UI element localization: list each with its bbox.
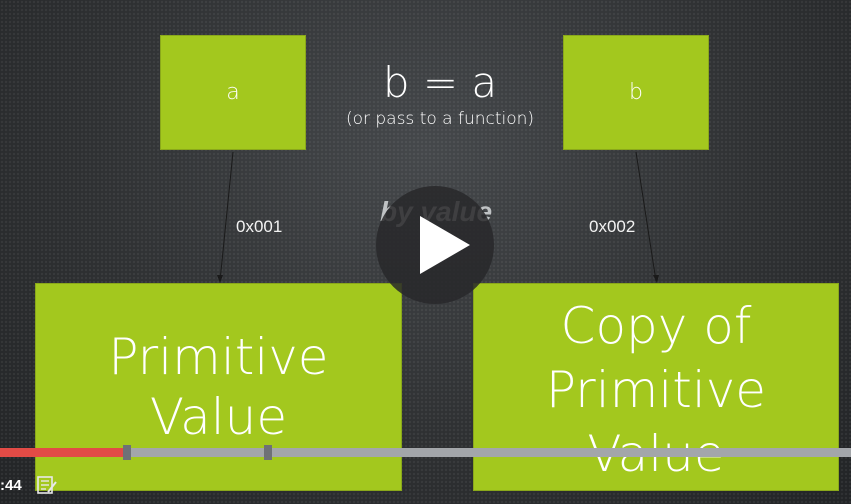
arrow-a-head (217, 275, 223, 283)
arrow-b-head (653, 275, 659, 283)
address-a: 0x001 (236, 217, 283, 236)
primitive-value-text: Primitive Value (108, 328, 329, 446)
variable-a-box: a (160, 35, 306, 150)
notes-icon[interactable] (37, 476, 57, 495)
arrow-b (635, 151, 657, 282)
current-time: :44 (0, 477, 22, 494)
play-icon (420, 216, 470, 274)
assignment-text: b = a (382, 58, 498, 107)
copy-primitive-value-box: Copy of Primitive Value (473, 283, 839, 491)
variable-b-box: b (563, 35, 709, 150)
progress-marker[interactable] (264, 445, 272, 460)
play-button[interactable] (376, 186, 494, 304)
assignment-subtext: (or pass to a function) (345, 109, 535, 129)
progress-played (0, 448, 124, 457)
address-b: 0x002 (589, 217, 636, 236)
arrow-a (219, 151, 234, 282)
copy-primitive-value-text: Copy of Primitive Value (545, 297, 767, 483)
variable-b-label: b (629, 80, 643, 105)
variable-a-label: a (226, 80, 240, 105)
progress-bar[interactable] (0, 448, 851, 457)
progress-marker[interactable] (123, 445, 131, 460)
primitive-value-box: Primitive Value (35, 283, 402, 491)
